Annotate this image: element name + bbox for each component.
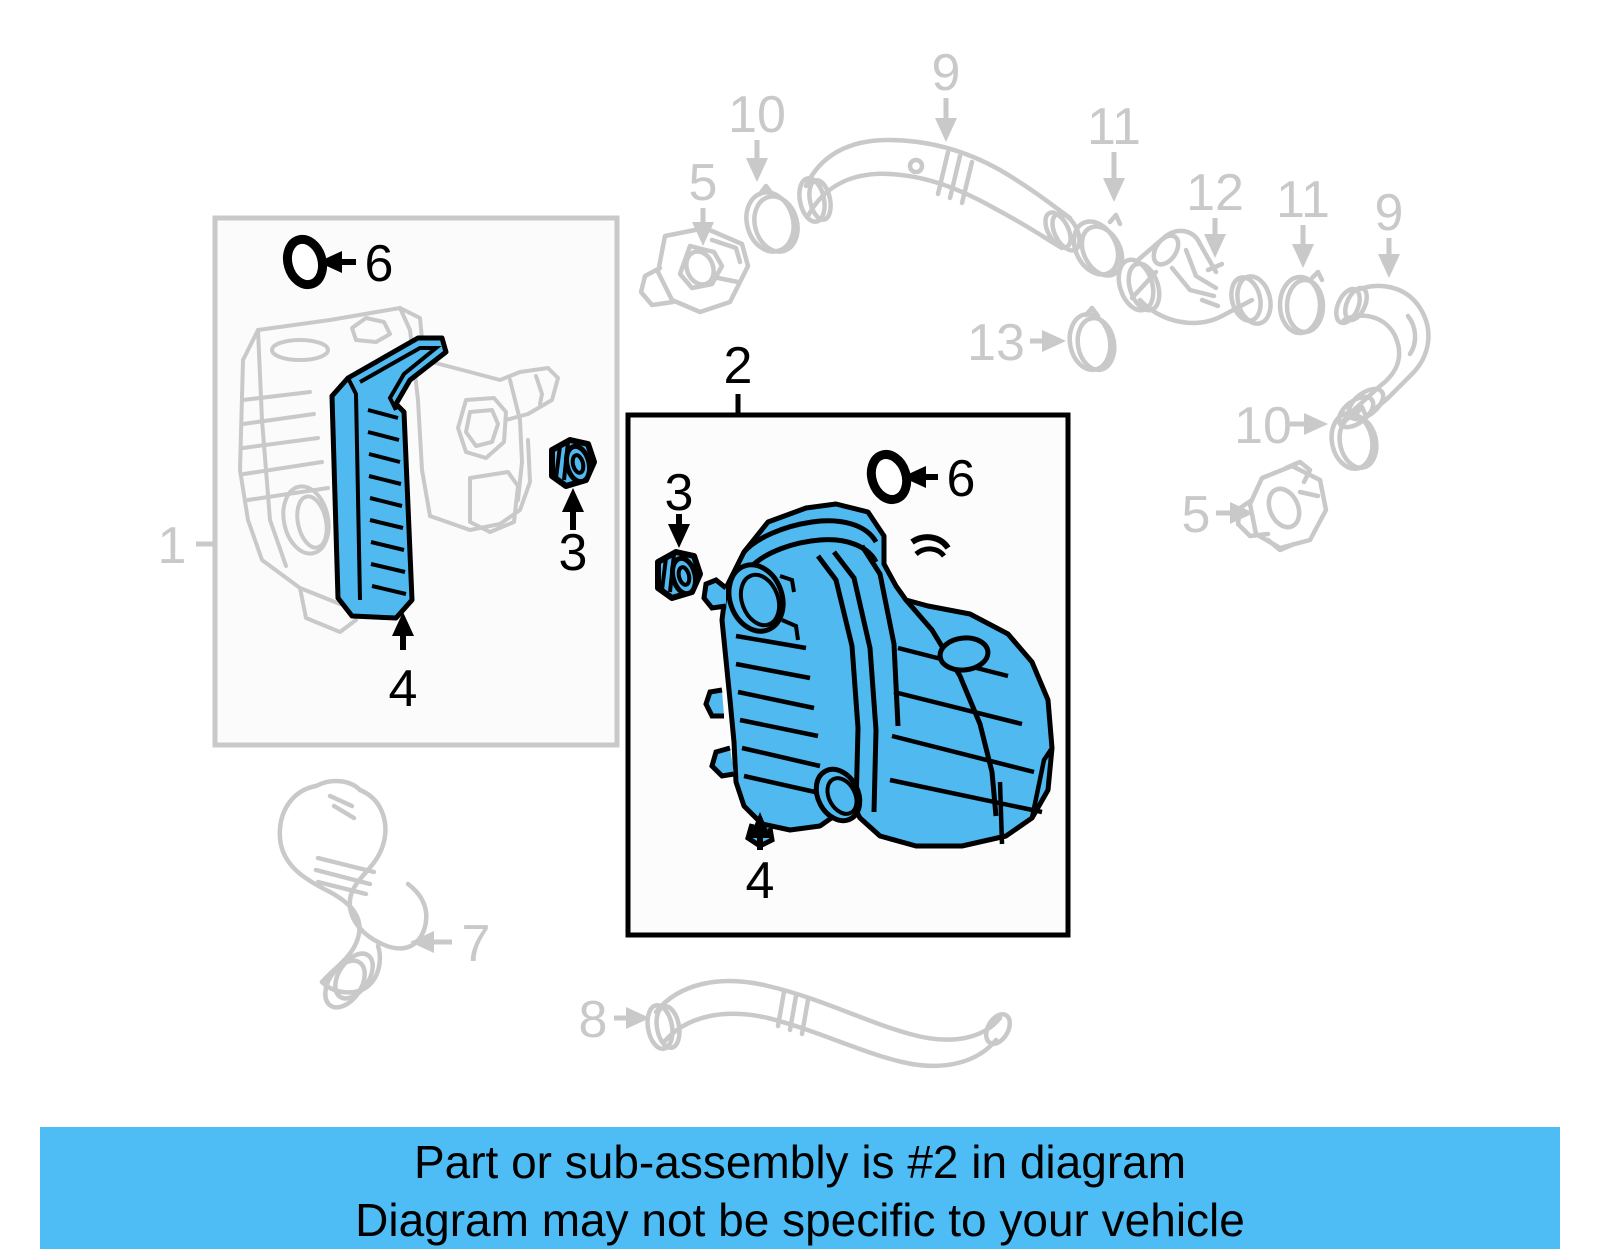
callout-label-9-right: 9 xyxy=(1375,184,1404,242)
callout-label-6-main: 6 xyxy=(947,450,976,508)
grommet-left xyxy=(549,437,597,489)
callout-label-3-left: 3 xyxy=(559,524,588,582)
callout-arrow-6-left xyxy=(318,251,356,273)
o-ring-main xyxy=(866,450,912,504)
callout-label-4-left: 4 xyxy=(389,660,418,718)
intake-duct-right xyxy=(1334,283,1431,430)
callout-arrow-10-lower xyxy=(1290,413,1328,435)
banner-line-1: Part or sub-assembly is #2 in diagram xyxy=(413,1136,1187,1188)
clamp-upper-left xyxy=(744,183,800,254)
callout-label-11-a: 11 xyxy=(1087,98,1141,156)
clamp-13 xyxy=(1067,305,1117,373)
clamp-lower-right xyxy=(1329,404,1379,471)
callout-label-13: 13 xyxy=(967,314,1025,372)
callout-label-9-upper: 9 xyxy=(932,44,961,102)
callout-arrow-4-left xyxy=(392,612,414,650)
callout-arrow-12 xyxy=(1204,218,1226,258)
callout-label-8: 8 xyxy=(579,991,608,1049)
filter-element-left xyxy=(329,335,449,621)
callout-arrow-9-upper xyxy=(935,98,957,142)
callout-label-5-upper: 5 xyxy=(689,154,718,212)
air-cleaner-main xyxy=(701,501,1055,849)
inset-1: 4 6 xyxy=(212,215,620,748)
callout-arrow-3-main xyxy=(668,514,690,548)
callout-label-4-main: 4 xyxy=(746,852,775,910)
callout-arrow-10-upper xyxy=(746,140,768,182)
callout-arrow-13 xyxy=(1030,330,1066,352)
air-duct-hose-8 xyxy=(645,978,1013,1069)
callout-label-6-left: 6 xyxy=(365,235,394,293)
callout-arrow-3-left xyxy=(562,488,584,530)
callout-label-3-main: 3 xyxy=(665,464,694,522)
callout-label-5-lower: 5 xyxy=(1182,486,1211,544)
clamp-11b xyxy=(1277,269,1326,336)
faded-callouts-group: 5 10 9 11 12 xyxy=(410,44,1403,1049)
inset-1-faded-housing xyxy=(238,306,560,634)
callout-arrow-11-a xyxy=(1103,152,1125,202)
air-duct-hose-7 xyxy=(277,778,429,1010)
callout-label-12: 12 xyxy=(1186,164,1244,222)
o-ring-left xyxy=(282,234,328,290)
maf-sensor-lower xyxy=(1235,459,1329,553)
inset-2: 2 xyxy=(625,337,1071,938)
callout-arrow-6-main xyxy=(902,466,938,488)
callout-label-7: 7 xyxy=(462,915,491,973)
intake-duct-upper xyxy=(797,137,1082,253)
callout-label-2: 2 xyxy=(724,337,753,395)
grommet-main xyxy=(655,549,703,601)
callout-label-10-lower: 10 xyxy=(1234,397,1292,455)
callout-arrow-5-upper xyxy=(692,208,714,246)
callout-label-11-b: 11 xyxy=(1276,171,1330,229)
callout-arrow-11-b xyxy=(1292,225,1314,268)
callout-arrow-4-main xyxy=(749,812,771,850)
clamp-11a xyxy=(1071,212,1125,278)
callout-arrow-5-lower xyxy=(1216,502,1254,524)
callout-arrow-8 xyxy=(614,1007,650,1029)
y-connector xyxy=(1116,228,1273,326)
banner-line-2: Diagram may not be specific to your vehi… xyxy=(355,1194,1245,1246)
callout-label-1: 1 xyxy=(158,517,187,575)
callout-label-10-upper: 10 xyxy=(728,86,786,144)
callout-arrow-9-right xyxy=(1378,238,1400,278)
faded-parts-group xyxy=(277,137,1431,1069)
callout-arrow-7 xyxy=(410,931,452,953)
maf-sensor-upper xyxy=(638,225,751,315)
part-callout-banner: Part or sub-assembly is #2 in diagram Di… xyxy=(40,1127,1560,1249)
